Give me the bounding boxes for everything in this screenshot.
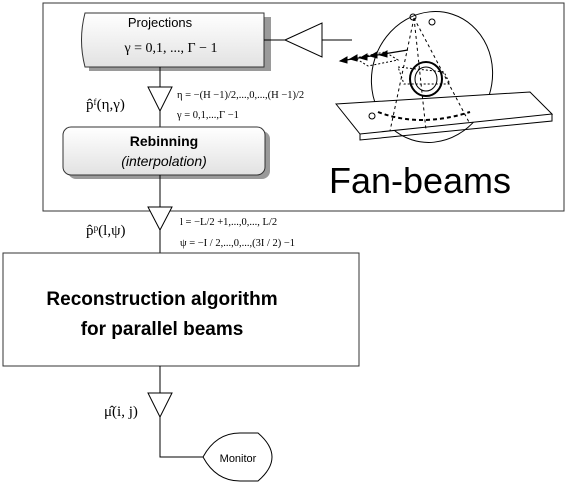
projections-box: Projections γ = 0,1, ..., Γ − 1 xyxy=(81,12,271,71)
parallel-psi-range: ψ = −I / 2,...,0,...,(3I / 2) −1 xyxy=(180,238,295,249)
fan-signal-symbol: p̂ᶠ(η,γ) xyxy=(86,97,125,113)
beam-direction-arrows xyxy=(338,49,409,64)
monitor-display: Monitor xyxy=(202,432,273,482)
fan-signal-triangle xyxy=(147,86,173,113)
rebinning-subtitle: (interpolation) xyxy=(121,153,207,169)
rebinning-title: Rebinning xyxy=(130,133,198,149)
triangle-to-monitor-line xyxy=(159,417,203,458)
parallel-signal-symbol: p̂ᵖ(l,ψ) xyxy=(86,223,125,239)
fan-gamma-range: γ = 0,1,...,Γ −1 xyxy=(176,110,239,121)
fan-beam-frame xyxy=(42,2,565,212)
reconstruction-box xyxy=(2,252,360,367)
parallel-l-range: l = −L/2 +1,...,0,..., L/2 xyxy=(180,217,277,228)
parallel-signal-triangle xyxy=(147,206,173,232)
projections-range: γ = 0,1, ..., Γ − 1 xyxy=(123,41,217,56)
monitor-label: Monitor xyxy=(220,453,257,465)
output-signal-symbol: μ̂(i, j) xyxy=(104,404,138,420)
fan-eta-range: η = −(H −1)/2,...,0,...,(H −1)/2 xyxy=(177,90,304,101)
rebinning-box: Rebinning (interpolation) xyxy=(62,126,270,179)
reconstruction-line2: for parallel beams xyxy=(81,319,244,340)
fan-beams-label: Fan-beams xyxy=(329,160,511,201)
ct-scanner-illustration xyxy=(335,11,554,143)
detector-triangle xyxy=(283,22,323,58)
output-triangle xyxy=(147,392,173,419)
projections-title: Projections xyxy=(128,15,193,30)
reconstruction-line1: Reconstruction algorithm xyxy=(46,289,277,310)
